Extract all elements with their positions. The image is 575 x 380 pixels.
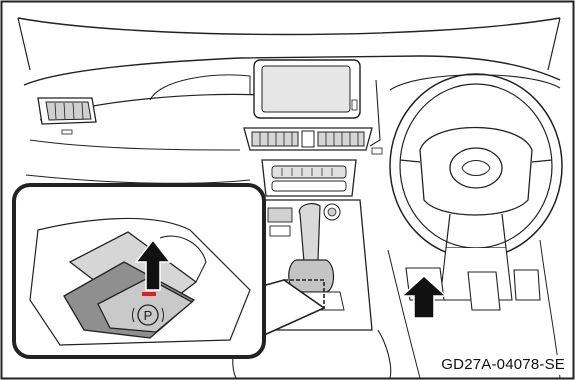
- zoom-inset: P: [12, 183, 326, 359]
- pull-arrow-icon: [134, 238, 172, 291]
- left-vent: [37, 97, 97, 125]
- center-vents: [243, 127, 373, 151]
- parking-brake-icon: [137, 304, 159, 326]
- climate-panel: [261, 159, 357, 197]
- press-arrow-icon: [400, 274, 448, 319]
- indicator-light: [142, 292, 156, 296]
- windshield-outline: [17, 17, 561, 36]
- dashboard-top: [23, 55, 561, 86]
- gear-shifter: [285, 202, 345, 311]
- center-display: [253, 59, 361, 119]
- figure-code: GD27A-04078-SE: [435, 355, 569, 375]
- svg-text:P: P: [144, 308, 153, 323]
